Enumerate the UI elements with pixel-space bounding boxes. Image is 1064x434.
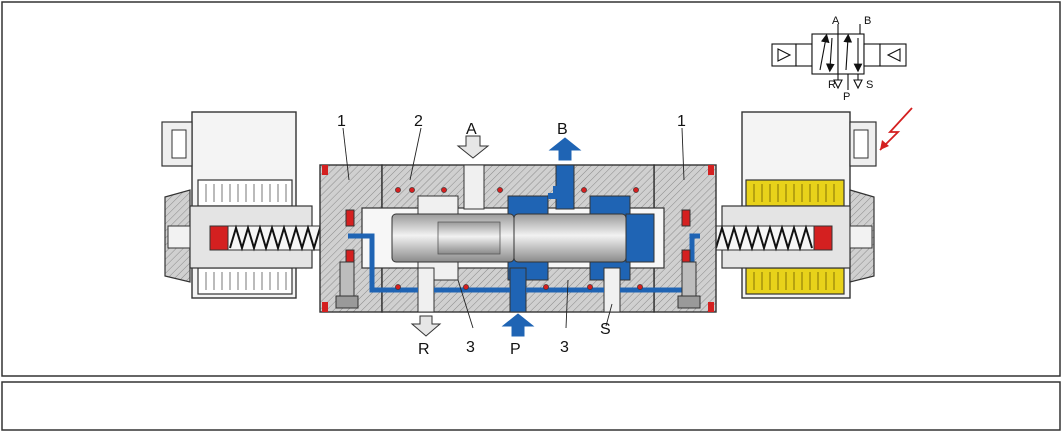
- figure-frame: [1, 1, 1061, 377]
- symbol-port-p: P: [843, 91, 850, 103]
- arrow-b: [548, 137, 582, 161]
- right-coil-lower: [745, 267, 845, 295]
- right-manual-override: [677, 261, 701, 309]
- label-port-r: R: [418, 341, 430, 358]
- arrow-a: [456, 135, 490, 159]
- label-port-s: S: [600, 321, 611, 338]
- drain-passage: [348, 233, 700, 293]
- channel-r: [417, 267, 435, 313]
- right-spring-seal-outer: [813, 225, 833, 251]
- label-port-b: B: [557, 121, 568, 138]
- label-part-3-left: 3: [466, 339, 475, 356]
- label-part-1-right: 1: [677, 113, 686, 130]
- label-port-p: P: [510, 341, 521, 358]
- signal-arrow: [879, 107, 913, 151]
- label-part-2: 2: [414, 113, 423, 130]
- spool-right: [513, 213, 627, 263]
- left-manual-override: [335, 261, 359, 309]
- symbol-port-r: R: [828, 79, 836, 91]
- channel-a: [463, 164, 485, 210]
- left-spring-seal-outer: [209, 225, 229, 251]
- spool-end-blue: [625, 213, 655, 263]
- caption-frame: [1, 381, 1061, 431]
- right-solenoid: [721, 111, 877, 299]
- valve-body: [319, 164, 717, 313]
- arrow-p: [501, 313, 535, 337]
- o-rings: [395, 187, 643, 290]
- symbol-port-b: B: [864, 15, 871, 27]
- right-spring: [697, 224, 833, 252]
- right-coil-upper: [745, 179, 845, 207]
- label-port-a: A: [466, 121, 477, 138]
- valve-symbol: [771, 24, 907, 90]
- left-solenoid: [161, 111, 313, 299]
- symbol-port-a: A: [832, 15, 840, 27]
- arrow-r: [410, 315, 442, 337]
- channel-p: [509, 267, 527, 313]
- label-part-1-left: 1: [337, 113, 346, 130]
- symbol-port-s: S: [866, 79, 873, 91]
- label-part-3-right: 3: [560, 339, 569, 356]
